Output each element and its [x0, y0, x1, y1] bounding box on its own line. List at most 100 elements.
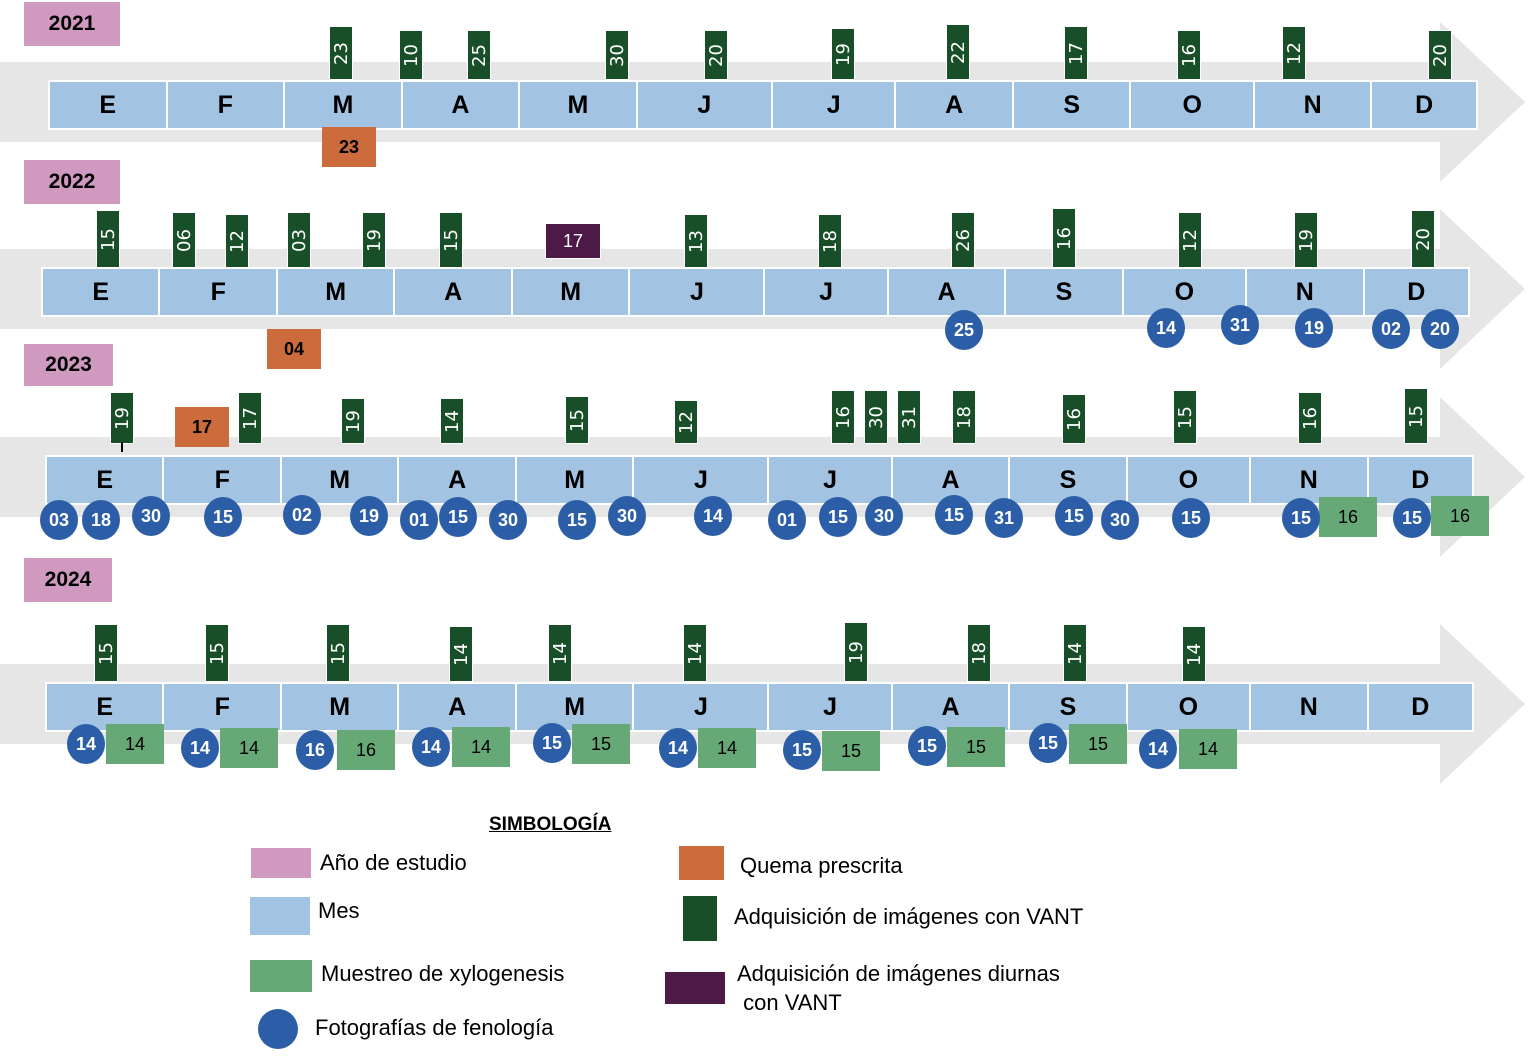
phenology-photo-marker: 20: [1421, 309, 1459, 349]
vant-acquisition-marker: 30: [864, 390, 888, 444]
vant-acquisition-marker: 15: [439, 212, 463, 268]
vant-acquisition-marker: 15: [205, 624, 229, 682]
vant-acquisition-marker: 14: [1182, 626, 1206, 682]
vant-acquisition-marker: 19: [844, 622, 868, 682]
month-cell: F: [164, 457, 282, 503]
vant-acquisition-marker: 14: [683, 624, 707, 682]
month-cell: J: [769, 684, 893, 730]
phenology-photo-marker: 19: [350, 496, 388, 536]
xylogenesis-marker: 15: [1069, 724, 1127, 764]
phenology-photo-marker: 14: [1139, 729, 1177, 769]
month-cell: A: [892, 684, 1011, 730]
month-cell: E: [47, 457, 165, 503]
month-cell: M: [285, 82, 403, 128]
phenology-photo-marker: 31: [985, 498, 1023, 538]
vant-acquisition-marker: 15: [1404, 388, 1428, 444]
vant-day: 18: [968, 641, 990, 665]
vant-acquisition-marker: 17: [238, 392, 262, 444]
month-cell: J: [634, 684, 770, 730]
legend-label-fenologia: Fotografías de fenología: [315, 1015, 554, 1040]
vant-acquisition-marker: 16: [831, 390, 855, 444]
phenology-photo-marker: 02: [283, 495, 321, 535]
phenology-photo-marker: 14: [412, 727, 450, 767]
phenology-photo-marker: 30: [865, 496, 903, 536]
phenology-photo-marker: 15: [1029, 723, 1067, 763]
prescribed-burn-marker: 17: [175, 407, 229, 447]
vant-acquisition-marker: 20: [1411, 210, 1435, 268]
vant-acquisition-marker: 10: [399, 30, 423, 80]
vant-acquisition-marker: 16: [1052, 208, 1076, 268]
vant-acquisition-marker: 06: [172, 212, 196, 268]
xylogenesis-marker: 14: [698, 728, 756, 768]
month-cell: F: [167, 82, 286, 128]
legend-label-year: Año de estudio: [320, 850, 467, 875]
vant-acquisition-marker: 25: [467, 30, 491, 80]
month-cell: M: [516, 457, 635, 503]
month-cell: F: [164, 684, 282, 730]
xylogenesis-marker: 16: [337, 730, 395, 770]
phenology-photo-marker: 30: [1101, 500, 1139, 540]
xylogenesis-marker: 14: [1179, 729, 1237, 769]
phenology-photo-marker: 14: [181, 728, 219, 768]
phenology-photo-marker: 14: [1147, 308, 1185, 348]
vant-acquisition-marker: 15: [96, 210, 120, 268]
phenology-photo-marker: 15: [1055, 496, 1093, 536]
vant-acquisition-marker: 19: [110, 392, 134, 444]
month-cell: D: [1368, 684, 1472, 730]
vant-acquisition-marker: 19: [341, 398, 365, 444]
legend-swatch-vant-diurna: [665, 972, 725, 1004]
legend-label-xylogenesis: Muestreo de xylogenesis: [321, 961, 565, 986]
vant-day: 19: [845, 640, 867, 664]
vant-acquisition-marker: 19: [831, 28, 855, 80]
month-cell: N: [1251, 457, 1369, 503]
month-cell: F: [160, 269, 278, 315]
vant-acquisition-marker: 20: [704, 30, 728, 80]
legend-swatch-fenologia: [258, 1009, 298, 1049]
month-cell: J: [765, 269, 889, 315]
month-cell: S: [1010, 684, 1128, 730]
vant-acquisition-marker: 15: [1173, 390, 1197, 444]
phenology-photo-marker: 18: [82, 500, 120, 540]
month-cell: E: [43, 269, 161, 315]
phenology-photo-marker: 15: [1393, 498, 1431, 538]
legend-swatch-quema: [679, 846, 724, 880]
xylogenesis-marker: 15: [947, 727, 1005, 767]
prescribed-burn-marker: 23: [322, 127, 376, 167]
month-cell: A: [395, 269, 513, 315]
vant-acquisition-marker: 15: [565, 396, 589, 444]
tick-mark: [121, 442, 123, 452]
phenology-photo-marker: 16: [296, 730, 334, 770]
phenology-photo-marker: 15: [819, 497, 857, 537]
xylogenesis-marker: 14: [106, 724, 164, 764]
vant-acquisition-marker: 17: [1064, 26, 1088, 80]
xylogenesis-marker: 16: [1431, 496, 1489, 536]
phenology-photo-marker: 01: [768, 500, 806, 540]
legend-label-vant-diurna-2: con VANT: [737, 990, 842, 1015]
month-cell: J: [634, 457, 770, 503]
phenology-photo-marker: 30: [132, 496, 170, 536]
phenology-photo-marker: 19: [1295, 308, 1333, 348]
month-cell: N: [1254, 82, 1373, 128]
year-label: 2023: [24, 344, 113, 386]
vant-acquisition-marker: 12: [1282, 26, 1306, 80]
phenology-photo-marker: 25: [945, 310, 983, 350]
vant-day: 14: [549, 641, 571, 665]
month-cell: A: [888, 269, 1007, 315]
phenology-photo-marker: 14: [694, 496, 732, 536]
month-cell: S: [1006, 269, 1124, 315]
phenology-photo-marker: 14: [67, 724, 105, 764]
phenology-photo-marker: 14: [659, 728, 697, 768]
vant-acquisition-marker: 16: [1177, 30, 1201, 80]
vant-acquisition-marker: 16: [1062, 394, 1086, 444]
month-cell: M: [520, 82, 638, 128]
vant-day: 14: [1064, 641, 1086, 665]
vant-acquisition-marker: 14: [548, 624, 572, 682]
vant-acquisition-marker: 03: [287, 212, 311, 268]
year-label: 2024: [24, 558, 112, 602]
phenology-photo-marker: 15: [935, 495, 973, 535]
phenology-photo-marker: 31: [1221, 305, 1259, 345]
phenology-photo-marker: 15: [204, 497, 242, 537]
vant-acquisition-marker: 12: [1178, 212, 1202, 268]
